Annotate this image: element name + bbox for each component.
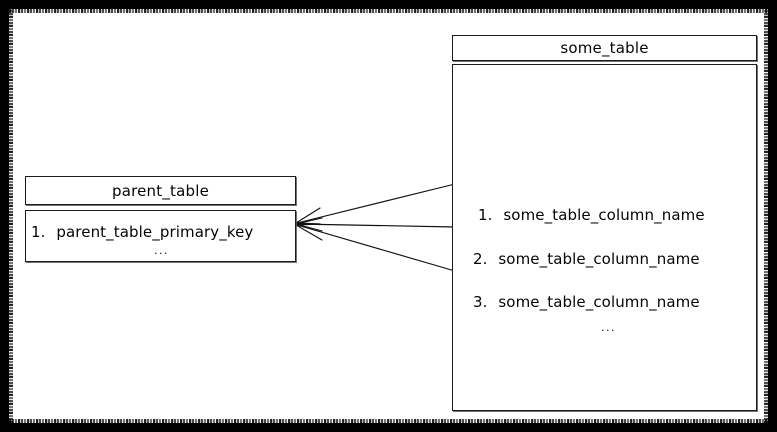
column-index: 1. (478, 206, 493, 224)
column-name: parent_table_primary_key (56, 223, 254, 241)
arrowhead-1 (294, 207, 321, 225)
entity-parent-table-body: 1. parent_table_primary_key ... (25, 210, 296, 262)
relationship-line-1 (296, 183, 456, 224)
relationship-line-2 (296, 223, 456, 228)
entity-parent-table-header: parent_table (25, 176, 296, 205)
column-index: 1. (31, 223, 46, 241)
relationship-line-3 (296, 224, 456, 272)
table-row[interactable]: 2. some_table_column_name (473, 250, 700, 268)
column-name: some_table_column_name (503, 206, 705, 224)
column-name: some_table_column_name (498, 293, 700, 311)
entity-some-table-body: 1. some_table_column_name 2. some_table_… (452, 64, 757, 411)
table-row[interactable]: 3. some_table_column_name (473, 293, 700, 311)
table-row[interactable]: 1. some_table_column_name (478, 206, 705, 224)
entity-some-table-header: some_table (452, 35, 757, 61)
column-index: 3. (473, 293, 488, 311)
entity-parent-table-ellipsis: ... (154, 244, 169, 257)
arrowhead-2 (295, 217, 323, 232)
entity-some-table-ellipsis: ... (601, 321, 616, 334)
entity-some-table-title: some_table (560, 39, 649, 57)
column-name: some_table_column_name (498, 250, 700, 268)
entity-parent-table-title: parent_table (111, 181, 210, 200)
table-row[interactable]: 1. parent_table_primary_key (31, 223, 253, 241)
arrowhead-3 (294, 223, 323, 241)
column-index: 2. (473, 250, 488, 268)
